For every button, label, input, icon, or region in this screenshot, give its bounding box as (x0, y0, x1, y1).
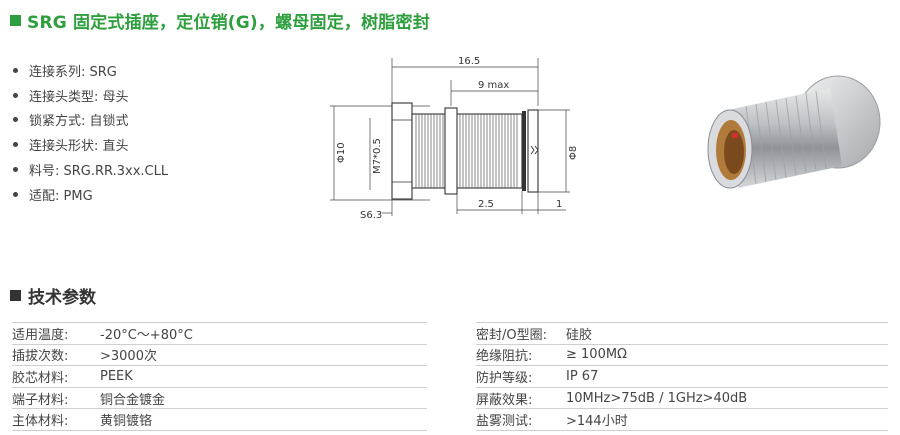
spec-item: 连接头形状: 直头 (13, 132, 168, 157)
param-value: 硅胶 (566, 327, 593, 343)
param-value: 铜合金镀金 (100, 392, 166, 408)
spec-text: 锁紧方式: 自锁式 (29, 114, 129, 130)
bullet-icon (13, 167, 18, 173)
dim-flange: 1 (556, 199, 562, 210)
section-marker (10, 290, 21, 301)
spec-text: 连接头类型: 母头 (29, 89, 129, 105)
params-table-left: 适用温度: -20°C～+80°C 插拔次数: >3000次 胶芯材料: PEEK 端… (12, 322, 427, 431)
table-row: 插拔次数: >3000次 (12, 345, 427, 367)
spec-item: 料号: SRG.RR.3xx.CLL (13, 157, 168, 182)
table-row: 盐雾测试: >144小时 (476, 409, 888, 431)
table-row: 主体材料: 黄铜镀铬 (12, 409, 427, 431)
params-table-right: 密封/O型圈: 硅胶 绝缘阻抗: ≥ 100MΩ 防护等级: IP 67 屏蔽效果: 1… (476, 322, 888, 431)
spec-text: 连接头形状: 直头 (29, 139, 129, 155)
dim-thread: M7*0.5 (372, 138, 383, 174)
hex-nut (391, 102, 413, 200)
bullet-icon (13, 92, 18, 98)
param-value: 10MHz>75dB / 1GHz>40dB (566, 390, 748, 406)
param-label: 端子材料: (12, 392, 69, 408)
param-label: 密封/O型圈: (476, 327, 547, 343)
param-value: >144小时 (566, 414, 628, 430)
dim-right-diameter: Φ8 (568, 146, 579, 160)
param-label: 适用温度: (12, 327, 69, 343)
bullet-icon (13, 67, 18, 73)
param-label: 主体材料: (12, 414, 69, 430)
dim-max: 9 max (478, 80, 509, 91)
section-title: 技术参数 (28, 288, 96, 308)
section-header: 技术参数 (10, 283, 96, 308)
dim-length: 2.5 (478, 199, 494, 210)
spec-text: 连接系列: SRG (29, 64, 117, 80)
param-label: 胶芯材料: (12, 370, 69, 386)
threaded-body (411, 113, 523, 189)
param-value: IP 67 (566, 368, 599, 384)
spec-text: 料号: SRG.RR.3xx.CLL (29, 164, 169, 180)
param-label: 绝缘阻抗: (476, 349, 533, 365)
param-label: 防护等级: (476, 370, 533, 386)
spec-list: 连接系列: SRG 连接头类型: 母头 锁紧方式: 自锁式 连接头形状: 直头 … (13, 58, 168, 207)
param-value: >3000次 (100, 349, 157, 365)
photo-red-dot (732, 133, 738, 138)
spec-item: 锁紧方式: 自锁式 (13, 108, 168, 133)
table-row: 绝缘阻抗: ≥ 100MΩ (476, 345, 888, 367)
spec-text: 适配: PMG (29, 188, 93, 204)
bullet-icon (13, 142, 18, 148)
param-value: PEEK (100, 368, 133, 384)
photo-body (728, 88, 842, 188)
o-ring (522, 111, 526, 191)
param-label: 屏蔽效果: (476, 392, 533, 408)
dim-left-diameter: Φ10 (336, 142, 347, 163)
table-row: 密封/O型圈: 硅胶 (476, 322, 888, 345)
bullet-icon (13, 117, 18, 123)
title-marker (10, 15, 21, 26)
dim-overall: 16.5 (458, 56, 480, 67)
table-row: 屏蔽效果: 10MHz>75dB / 1GHz>40dB (476, 388, 888, 410)
product-photo (707, 75, 881, 189)
table-row: 防护等级: IP 67 (476, 366, 888, 388)
param-value: 黄铜镀铬 (100, 414, 153, 430)
flange (444, 107, 458, 195)
param-value: ≥ 100MΩ (566, 347, 627, 363)
spec-item: 适配: PMG (13, 182, 168, 207)
technical-drawing: 16.5 9 max Φ10 M7*0.5 Φ8 (330, 56, 579, 221)
bullet-icon (13, 191, 18, 197)
dim-hex: S6.3 (360, 210, 382, 221)
table-row: 胶芯材料: PEEK (12, 366, 427, 388)
page-title: SRG 固定式插座，定位销(G)，螺母固定，树脂密封 (27, 13, 430, 33)
spec-item: 连接头类型: 母头 (13, 83, 168, 108)
param-label: 插拔次数: (12, 349, 69, 365)
param-label: 盐雾测试: (476, 414, 533, 430)
table-row: 端子材料: 铜合金镀金 (12, 388, 427, 410)
thread-marks (415, 114, 518, 188)
param-value: -20°C～+80°C (100, 327, 193, 343)
page-header: SRG 固定式插座，定位销(G)，螺母固定，树脂密封 (10, 8, 430, 33)
spec-item: 连接系列: SRG (13, 58, 168, 83)
table-row: 适用温度: -20°C～+80°C (12, 322, 427, 345)
